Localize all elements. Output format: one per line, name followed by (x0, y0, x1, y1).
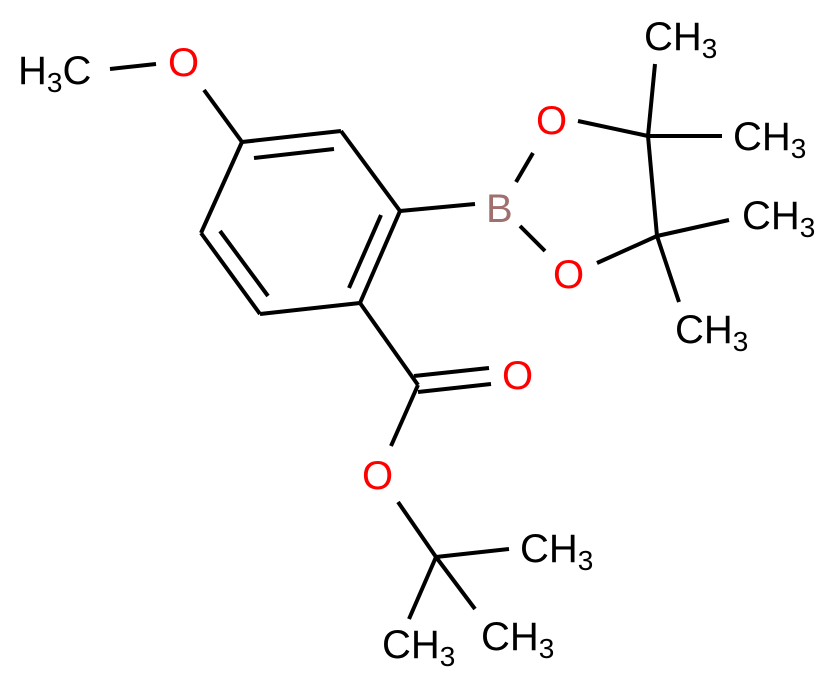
tbutyl-methyl-label-1: CH3 (520, 527, 593, 576)
dioxaborolane-oxygen-bottom-label: O (553, 253, 584, 297)
tbutyl-methyl-label-2: CH3 (382, 623, 455, 672)
carbonyl-oxygen-label: O (502, 354, 533, 398)
tbutyl-methyl-label-3: CH3 (481, 615, 554, 664)
dioxaborolane-oxygen-top-label: O (536, 99, 567, 143)
methyl-label-3: CH3 (742, 194, 815, 243)
methyl-label-2: CH3 (733, 115, 806, 164)
bonds (109, 62, 730, 620)
methoxy-methyl-label: H3C (18, 49, 91, 98)
boron-label: B (486, 187, 513, 231)
atom-labels: H3C O B O O CH3 CH3 CH3 CH3 O O CH3 CH3 … (18, 15, 815, 672)
methyl-label-4: CH3 (675, 308, 748, 357)
ester-oxygen-label: O (362, 454, 393, 498)
methyl-label-1: CH3 (644, 15, 717, 64)
methoxy-oxygen-label: O (168, 41, 199, 85)
